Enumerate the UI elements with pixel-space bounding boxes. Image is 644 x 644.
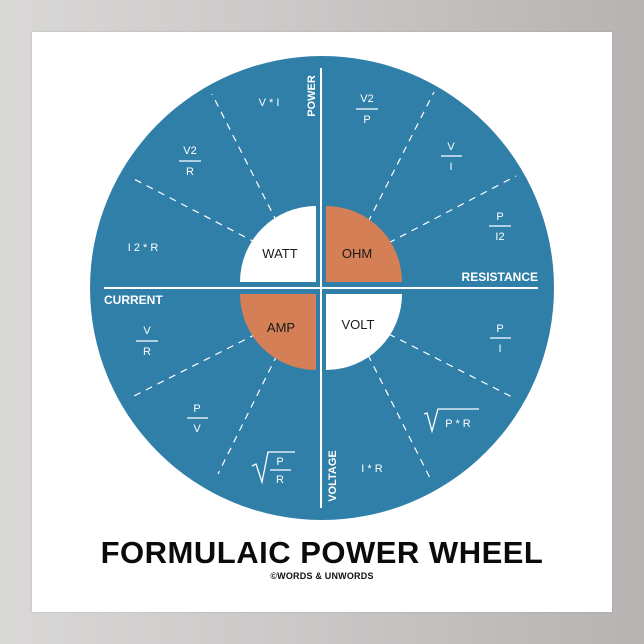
unit-watt: WATT — [262, 246, 297, 261]
axis-label-voltage: VOLTAGE — [327, 450, 339, 502]
formula-resistance-v2-over-p: V2 P — [356, 93, 378, 126]
fraction-numerator: P — [496, 211, 503, 223]
formula-power-v2-over-r: V2 R — [179, 145, 201, 178]
fraction-numerator: V2 — [183, 145, 196, 157]
fraction-numerator: V — [143, 325, 151, 337]
formula-power-vi: V * I — [259, 97, 280, 109]
axis-label-resistance: RESISTANCE — [462, 270, 538, 284]
sqrt-sign-icon — [251, 451, 295, 485]
divider-line — [361, 91, 435, 235]
fraction-numerator: P — [193, 403, 200, 415]
formula-current-p-over-v: P V — [187, 403, 208, 435]
fraction-denominator: I — [498, 343, 501, 355]
fraction-numerator: P — [496, 323, 503, 335]
formula-voltage-sqrt-pr: P * R — [423, 408, 479, 434]
fraction-numerator: V — [447, 141, 455, 153]
sqrt-radicand: P * R — [445, 418, 471, 430]
fraction-denominator: I — [449, 161, 452, 173]
divider-line — [217, 342, 284, 475]
poster-title: FORMULAIC POWER WHEEL — [100, 535, 544, 570]
fraction-denominator: I2 — [495, 231, 504, 243]
ohm-segment — [326, 206, 402, 282]
formula-current-v-over-r: V R — [136, 325, 158, 358]
formula-current-sqrt-p-over-r: P R — [251, 451, 295, 486]
divider-line — [376, 175, 517, 250]
sector-dividers — [129, 91, 517, 479]
formula-resistance-v-over-i: V I — [441, 141, 462, 173]
formula-resistance-p-over-i2: P I2 — [489, 211, 511, 243]
formula-voltage-p-over-i: P I — [490, 323, 511, 355]
unit-ohm: OHM — [342, 246, 372, 261]
amp-segment — [240, 294, 316, 370]
unit-amp: AMP — [267, 320, 295, 335]
unit-volt: VOLT — [342, 317, 375, 332]
axis-label-current: CURRENT — [104, 293, 163, 307]
fraction-denominator: R — [276, 474, 284, 486]
formula-voltage-ir: I * R — [361, 463, 382, 475]
sqrt-sign-icon — [423, 408, 479, 434]
fraction-numerator: V2 — [360, 93, 373, 105]
volt-segment — [326, 294, 402, 370]
copyright-credit: ©WORDS & UNWORDS — [270, 571, 374, 581]
axis-label-power: POWER — [306, 75, 318, 117]
watt-segment — [240, 206, 316, 282]
divider-line — [211, 93, 284, 235]
fraction-denominator: P — [363, 114, 370, 126]
fraction-denominator: R — [186, 166, 194, 178]
fraction-denominator: R — [143, 346, 151, 358]
fraction-numerator: P — [276, 456, 283, 468]
formula-power-i2r: I 2 * R — [128, 242, 159, 254]
fraction-denominator: V — [193, 423, 201, 435]
